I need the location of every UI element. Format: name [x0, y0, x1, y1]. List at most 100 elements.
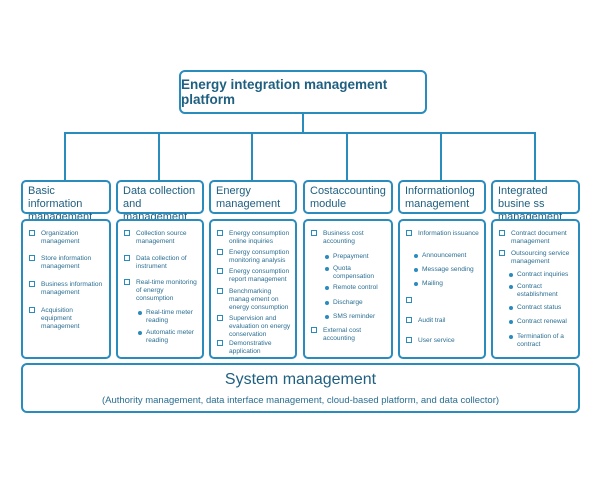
checkbox-icon[interactable]	[124, 230, 130, 236]
module-information-log-header: Informationlog management	[398, 180, 486, 214]
list-item: Business information management	[29, 281, 105, 297]
checkbox-icon[interactable]	[29, 255, 35, 261]
sub-item: Mailing	[414, 280, 480, 288]
bullet-icon	[509, 285, 513, 289]
sub-item: SMS reminder	[325, 313, 387, 321]
checkbox-icon[interactable]	[29, 307, 35, 313]
checkbox-icon[interactable]	[499, 250, 505, 256]
checkbox-icon[interactable]	[499, 230, 505, 236]
list-item: User service	[406, 337, 480, 345]
bullet-icon	[325, 301, 329, 305]
module-data-collection-body: Collection source management Data collec…	[116, 219, 204, 359]
checkbox-icon[interactable]	[406, 317, 412, 323]
module-title: Integrated busine ss management	[498, 185, 563, 223]
sub-item: Quota compensation	[325, 265, 387, 281]
bullet-icon	[138, 331, 142, 335]
checkbox-icon[interactable]	[311, 230, 317, 236]
bullet-icon	[509, 335, 513, 339]
list-item: Outsourcing service management	[499, 250, 574, 266]
list-item: Real-time monitoring of energy consumpti…	[124, 279, 198, 303]
bullet-icon	[325, 286, 329, 290]
list-item: Audit trail	[406, 317, 480, 325]
module-information-log-body: Information issuance Announcement Messag…	[398, 219, 486, 359]
list-item: Demonstrative application	[217, 340, 291, 356]
sub-item: Contract status	[509, 304, 575, 312]
bullet-icon	[138, 311, 142, 315]
sub-item: Prepayment	[325, 253, 387, 261]
sub-item: Contract inquiries	[509, 271, 575, 279]
bullet-icon	[325, 267, 329, 271]
module-energy-body: Energy consumption online inquiries Ener…	[209, 219, 297, 359]
checkbox-icon[interactable]	[29, 281, 35, 287]
connector-drop-5	[440, 132, 442, 180]
connector-drop-3	[251, 132, 253, 180]
system-subtitle: (Authority management, data interface ma…	[101, 395, 500, 406]
bullet-icon	[414, 282, 418, 286]
bullet-icon	[509, 320, 513, 324]
sub-item: Message sending	[414, 266, 480, 274]
list-item: Information issuance	[406, 230, 480, 238]
list-item: Organization management	[29, 230, 105, 246]
sub-item: Automatic meter reading	[138, 329, 198, 345]
list-item: Energy consumption online inquiries	[217, 230, 291, 246]
sub-item: Contract establishment	[509, 283, 575, 299]
checkbox-icon[interactable]	[311, 327, 317, 333]
checkbox-icon[interactable]	[217, 340, 223, 346]
module-title: Data collection and management	[123, 185, 196, 223]
module-energy-header: Energy management	[209, 180, 297, 214]
checkbox-icon[interactable]	[406, 230, 412, 236]
module-cost-accounting-body: Business cost accounting Prepayment Quot…	[303, 219, 393, 359]
checkbox-icon[interactable]	[217, 230, 223, 236]
connector-trunk	[302, 114, 304, 133]
sub-item: Contract renewal	[509, 318, 575, 326]
connector-drop-1	[64, 132, 66, 180]
checkbox-icon[interactable]	[406, 297, 412, 303]
checkbox-icon[interactable]	[217, 268, 223, 274]
sub-item: Termination of a contract	[509, 333, 575, 349]
system-management-box: System management (Authority management,…	[21, 363, 580, 413]
checkbox-icon[interactable]	[217, 315, 223, 321]
bullet-icon	[509, 306, 513, 310]
list-item: Business cost accounting	[311, 230, 387, 246]
platform-title: Energy integration management platform	[181, 77, 388, 107]
module-basic-info-body: Organization management Store informatio…	[21, 219, 111, 359]
checkbox-icon[interactable]	[124, 255, 130, 261]
platform-title-box: Energy integration management platform	[179, 70, 427, 114]
bullet-icon	[414, 254, 418, 258]
module-title: Energy management	[216, 185, 281, 210]
module-data-collection-header: Data collection and management	[116, 180, 204, 223]
sub-item: Real-time meter reading	[138, 309, 198, 325]
sub-item: Discharge	[325, 299, 387, 307]
checkbox-icon[interactable]	[217, 249, 223, 255]
list-item: Energy consumption monitoring analysis	[217, 249, 291, 265]
connector-drop-6	[534, 132, 536, 180]
module-title: Costaccounting module	[310, 185, 386, 210]
module-cost-accounting-header: Costaccounting module	[303, 180, 393, 214]
list-item: External cost accounting	[311, 327, 387, 343]
module-integrated-business-body: Contract document management Outsourcing…	[491, 219, 580, 359]
bullet-icon	[509, 273, 513, 277]
list-item: Benchmarking manag ement on energy consu…	[217, 288, 291, 312]
checkbox-icon[interactable]	[29, 230, 35, 236]
module-title: Basic information management	[28, 185, 93, 223]
connector-bus	[64, 132, 535, 134]
checkbox-icon[interactable]	[217, 288, 223, 294]
checkbox-icon[interactable]	[406, 337, 412, 343]
checkbox-icon[interactable]	[124, 279, 130, 285]
list-item: Contract document management	[499, 230, 574, 246]
system-title: System management	[224, 371, 377, 388]
sub-item: Announcement	[414, 252, 480, 260]
list-item: Energy consumption report management	[217, 268, 291, 284]
sub-item: Remote control	[325, 284, 387, 292]
bullet-icon	[325, 315, 329, 319]
connector-drop-2	[158, 132, 160, 180]
list-item: Data collection of instrument	[124, 255, 198, 271]
module-title: Informationlog management	[405, 185, 475, 210]
module-basic-info-header: Basic information management	[21, 180, 111, 223]
list-item: Supervision and evaluation on energy con…	[217, 315, 291, 339]
bullet-icon	[325, 255, 329, 259]
connector-drop-4	[346, 132, 348, 180]
list-item: Store information management	[29, 255, 105, 271]
module-integrated-business-header: Integrated busine ss management	[491, 180, 580, 223]
bullet-icon	[414, 268, 418, 272]
